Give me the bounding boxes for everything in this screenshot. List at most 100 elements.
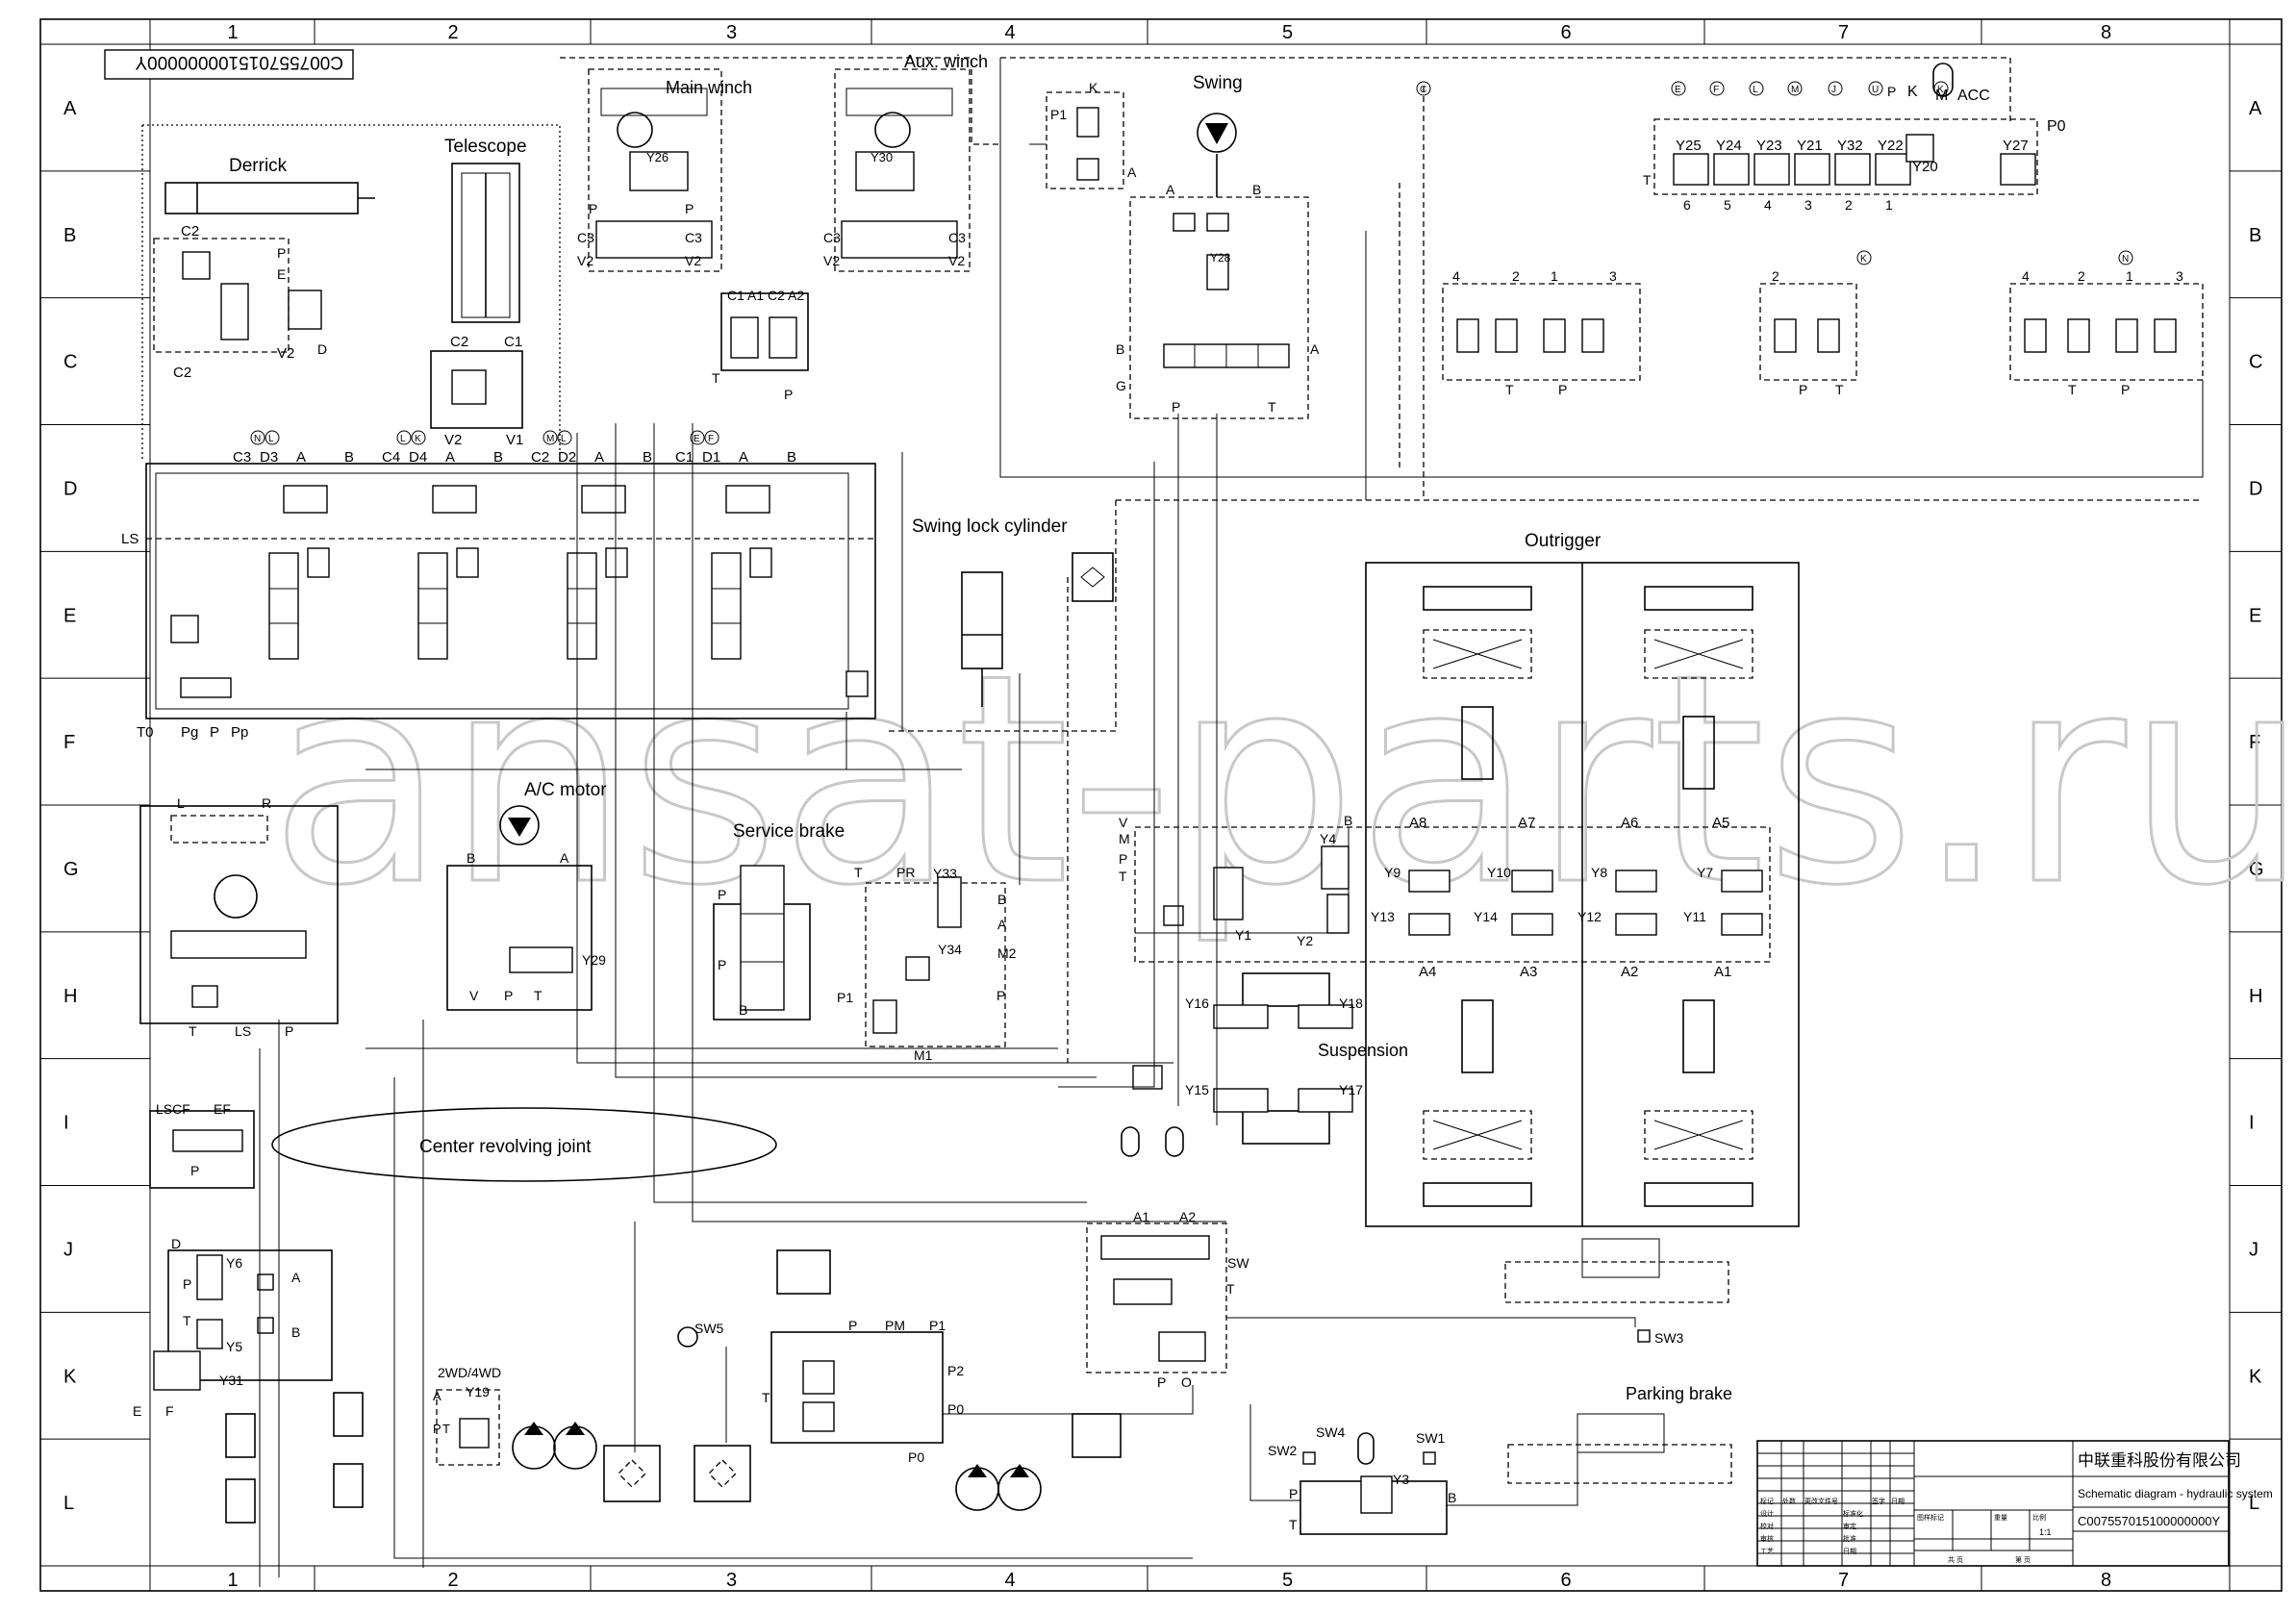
svg-text:A: A	[1166, 182, 1175, 197]
section-spool	[567, 552, 597, 660]
svg-text:Y31: Y31	[219, 1373, 243, 1388]
svg-text:Pp: Pp	[231, 724, 248, 741]
svg-text:T: T	[1289, 1517, 1298, 1532]
svg-text:D3: D3	[260, 449, 278, 466]
section-relief	[307, 547, 330, 578]
svg-text:C007557015100000000Y: C007557015100000000Y	[2078, 1514, 2221, 1528]
col-label-top: 5	[1282, 22, 1293, 43]
svg-text:审定: 审定	[1843, 1522, 1856, 1530]
svg-text:设计: 设计	[1760, 1509, 1774, 1518]
solenoid-valve-y22	[1875, 153, 1911, 186]
col-label-bottom: 8	[2101, 1570, 2111, 1591]
svg-text:T: T	[1226, 1281, 1235, 1297]
svg-text:图样标记: 图样标记	[1917, 1513, 1944, 1522]
svg-text:SW2: SW2	[1268, 1443, 1298, 1458]
svg-text:A: A	[739, 449, 748, 466]
svg-text:B: B	[787, 449, 796, 466]
main-pumps	[512, 1422, 1042, 1511]
row-label-left: L	[63, 1493, 74, 1514]
section-compensator	[283, 485, 328, 514]
drive-mode-valve: 2WD/4WD Y19 A P T	[433, 1365, 501, 1466]
svg-text:P: P	[210, 724, 219, 741]
svg-text:A8: A8	[1409, 815, 1426, 831]
svg-text:标准化: 标准化	[1843, 1509, 1863, 1518]
svg-text:P: P	[1887, 84, 1896, 99]
priority-valve: LSCF EF P	[149, 1101, 255, 1189]
row-label-left: C	[63, 352, 77, 373]
svg-text:M1: M1	[914, 1047, 933, 1063]
svg-text:Outrigger: Outrigger	[1525, 531, 1602, 551]
svg-text:F: F	[1713, 85, 1719, 95]
row-label-left: F	[63, 732, 75, 753]
svg-text:P: P	[277, 245, 286, 261]
svg-text:B: B	[493, 449, 503, 466]
col-label-bottom: 3	[726, 1570, 737, 1591]
svg-text:3: 3	[1609, 268, 1617, 284]
derrick-cylinder: Derrick	[164, 156, 375, 214]
svg-text:SW4: SW4	[1316, 1424, 1346, 1440]
svg-text:D4: D4	[409, 449, 427, 466]
svg-text:Y24: Y24	[1716, 138, 1742, 154]
svg-text:V2: V2	[577, 253, 593, 268]
svg-text:标记: 标记	[1760, 1497, 1774, 1505]
col-label-top: 3	[726, 22, 737, 43]
svg-text:L: L	[561, 434, 567, 444]
svg-text:Y7: Y7	[1697, 865, 1713, 880]
row-label-left: D	[63, 478, 77, 499]
svg-text:G: G	[1116, 378, 1126, 393]
svg-text:N: N	[254, 434, 261, 444]
svg-text:2: 2	[1845, 197, 1853, 213]
svg-text:A1: A1	[1714, 964, 1731, 980]
col-label-bottom: 6	[1561, 1570, 1572, 1591]
pilot-source: P1 K A	[1046, 80, 1137, 189]
svg-text:更改文件号: 更改文件号	[1804, 1497, 1838, 1505]
winch-brake-valves: C1 A1 C2 A2 T P	[712, 288, 809, 402]
filters	[603, 1249, 1122, 1502]
row-label-right: I	[2249, 1113, 2255, 1134]
svg-text:SW3: SW3	[1654, 1330, 1684, 1346]
svg-text:5: 5	[1724, 197, 1731, 213]
svg-text:Aux. winch: Aux. winch	[904, 52, 988, 71]
svg-text:C1: C1	[504, 334, 522, 350]
svg-text:第 页: 第 页	[2015, 1555, 2031, 1564]
svg-text:Y33: Y33	[933, 866, 957, 881]
svg-text:Suspension: Suspension	[1318, 1041, 1408, 1060]
svg-text:L: L	[400, 434, 406, 444]
row-label-left: K	[63, 1366, 77, 1387]
svg-text:K: K	[1907, 84, 1918, 100]
svg-text:V2: V2	[444, 432, 462, 448]
section-spool	[417, 552, 448, 660]
svg-text:SW5: SW5	[694, 1321, 724, 1336]
row-label-right: J	[2249, 1239, 2258, 1260]
svg-text:D: D	[171, 1236, 181, 1251]
svg-text:Y3: Y3	[1393, 1472, 1409, 1487]
swing-motor: Swing	[1193, 73, 1243, 153]
outrigger-solenoid-y12	[1615, 913, 1657, 936]
outrigger-solenoid-y10	[1511, 870, 1553, 893]
svg-text:B: B	[1448, 1490, 1456, 1505]
multiway-valve-block	[145, 463, 876, 719]
svg-text:P0: P0	[2047, 118, 2066, 135]
svg-text:Parking brake: Parking brake	[1626, 1384, 1732, 1403]
svg-text:A5: A5	[1712, 815, 1729, 831]
svg-text:V2: V2	[948, 253, 965, 268]
svg-text:Y21: Y21	[1797, 138, 1823, 154]
svg-text:B: B	[643, 449, 652, 466]
col-label-bottom: 1	[228, 1570, 239, 1591]
svg-text:K: K	[1089, 80, 1098, 95]
svg-text:L: L	[268, 434, 274, 444]
svg-text:4: 4	[1764, 197, 1772, 213]
row-label-right: K	[2249, 1366, 2262, 1387]
parking-brake: SW3 Parking brake	[1504, 1238, 1732, 1484]
svg-text:Y14: Y14	[1474, 909, 1498, 924]
svg-text:T0: T0	[137, 724, 154, 741]
svg-text:C3: C3	[233, 449, 251, 466]
svg-text:A4: A4	[1419, 964, 1436, 980]
svg-text:K: K	[1937, 85, 1944, 95]
svg-text:C2: C2	[173, 365, 191, 381]
row-label-left: H	[63, 986, 77, 1007]
svg-text:EF: EF	[214, 1101, 231, 1117]
svg-text:C1: C1	[675, 449, 694, 466]
